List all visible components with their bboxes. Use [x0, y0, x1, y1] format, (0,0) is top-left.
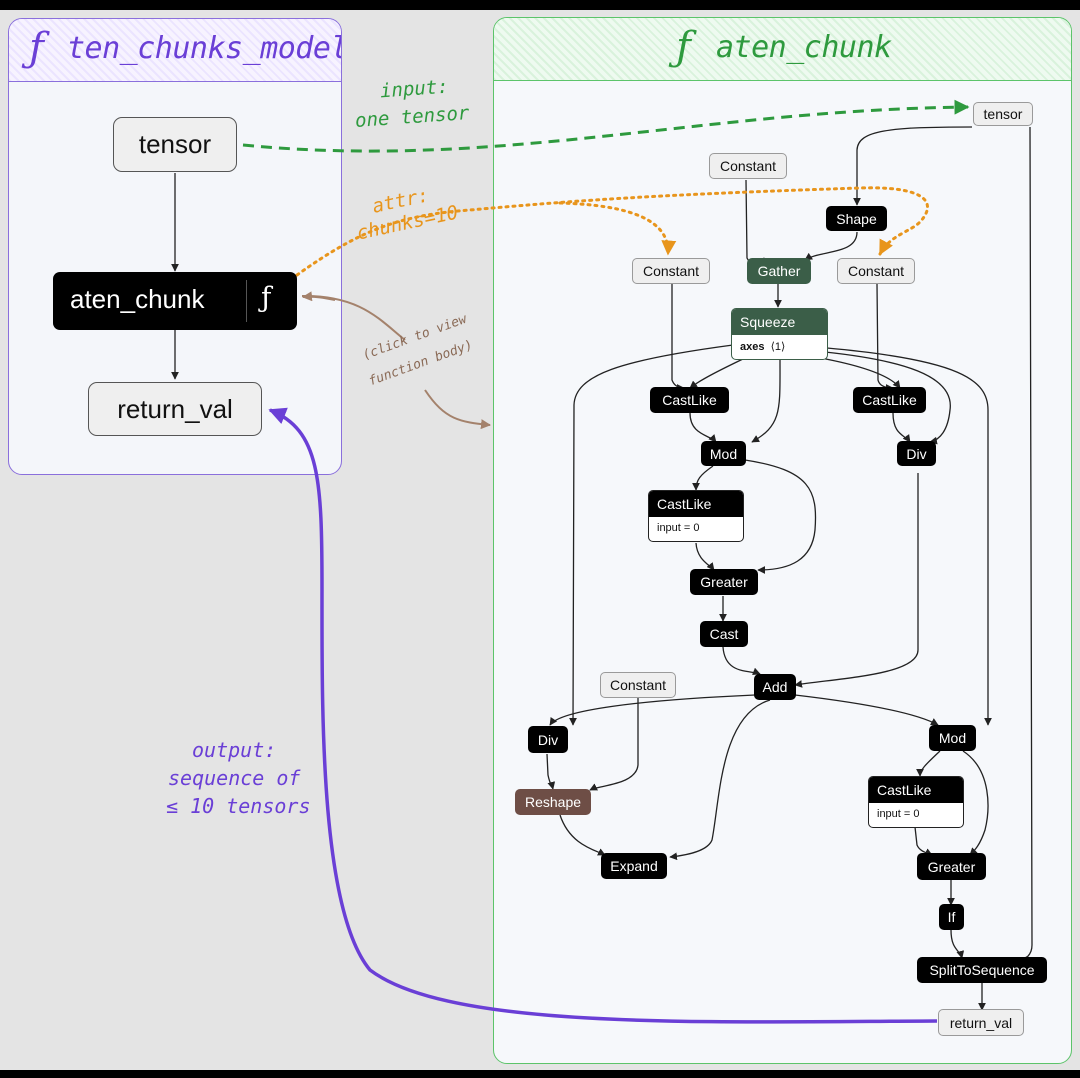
edge-castlike-div	[892, 412, 911, 443]
edge-squeeze-div-r	[824, 351, 951, 445]
edge-reshape-expand	[559, 814, 606, 856]
constant-node[interactable]: Constant	[632, 258, 710, 284]
output-annotation-line3: ≤ 10 tensors	[166, 794, 311, 818]
edge-mod-castlike-r	[916, 750, 941, 777]
edge-mod-castlike	[692, 465, 714, 491]
squeeze-node[interactable]: Squeeze axes ⟨1⟩	[731, 308, 828, 360]
diagram-canvas: ƒ ten_chunks_model ƒ aten_chunk	[0, 10, 1080, 1070]
edge-squeeze-castlike-l	[689, 357, 746, 389]
node-divider	[246, 280, 247, 322]
edge-castlike-greater	[695, 542, 715, 571]
output-annotation-line1: output:	[192, 738, 277, 762]
edge-const-left-castlike	[671, 284, 685, 392]
edge-div-add	[794, 473, 919, 688]
castlike-title: CastLike	[649, 491, 743, 517]
reshape-node[interactable]: Reshape	[515, 789, 591, 815]
edge-castlike-greater-r	[914, 826, 933, 856]
output-annotation-line2: sequence of	[168, 766, 301, 790]
panel-header: ƒ aten_chunk	[494, 18, 1071, 81]
edge-shape-gather	[804, 231, 858, 261]
greater-node[interactable]: Greater	[917, 853, 986, 880]
greater-node[interactable]: Greater	[690, 569, 758, 595]
constant-node[interactable]: Constant	[600, 672, 676, 698]
attr-key: axes	[740, 341, 765, 353]
input-arrow	[242, 99, 970, 153]
panel-title: aten_chunk	[716, 30, 892, 65]
click-arrow-start	[302, 291, 336, 302]
return-val-node[interactable]: return_val	[88, 382, 262, 436]
graph-edges	[171, 99, 1033, 1024]
expand-node[interactable]: Expand	[601, 853, 667, 879]
castlike-attr: input = 0	[657, 522, 700, 534]
castlike-attr: input = 0	[877, 808, 920, 820]
castlike-node[interactable]: CastLike	[853, 387, 926, 413]
edge-squeeze-div-l	[569, 344, 734, 726]
edge-add-div	[549, 694, 756, 726]
edge-squeeze-castlike-r	[814, 356, 901, 389]
shape-node[interactable]: Shape	[826, 206, 887, 231]
edge-add-expand	[669, 699, 771, 861]
add-node[interactable]: Add	[754, 674, 796, 700]
panel-header: ƒ ten_chunks_model	[9, 19, 341, 82]
edge-if-split	[950, 929, 965, 959]
attr-arrow	[295, 186, 929, 277]
graph-return-val[interactable]: return_val	[938, 1009, 1024, 1036]
castlike-title: CastLike	[869, 777, 963, 803]
edge-const-right-castlike	[876, 283, 894, 392]
castlike-node[interactable]: CastLike	[650, 387, 729, 413]
div-node[interactable]: Div	[897, 441, 936, 466]
castlike-attr-node[interactable]: CastLike input = 0	[868, 776, 964, 828]
mod-node[interactable]: Mod	[929, 725, 976, 751]
click-arrow	[301, 294, 406, 341]
edge-squeeze-mod-r	[826, 347, 992, 726]
squeeze-attr: axes ⟨1⟩	[732, 335, 827, 358]
aten-chunk-panel: ƒ aten_chunk	[493, 17, 1072, 1064]
cast-node[interactable]: Cast	[700, 621, 748, 647]
edge-mod-greater	[744, 459, 817, 574]
castlike-attr-node[interactable]: CastLike input = 0	[648, 490, 744, 542]
squeeze-title: Squeeze	[732, 309, 827, 335]
graph-tensor-input[interactable]: tensor	[973, 102, 1033, 126]
function-icon: ƒ	[676, 24, 691, 70]
panel-title: ten_chunks_model	[67, 31, 342, 66]
edge-add-mod	[794, 694, 939, 726]
edge-div-reshape	[546, 753, 556, 790]
split-to-sequence-node[interactable]: SplitToSequence	[917, 957, 1047, 983]
edge-tensor-shape	[853, 126, 973, 206]
attr-value: ⟨1⟩	[770, 341, 786, 353]
function-icon: ƒ	[29, 25, 44, 71]
edge-cast-add	[722, 646, 761, 676]
output-arrow	[268, 407, 938, 1024]
if-node[interactable]: If	[939, 904, 964, 930]
constant-node[interactable]: Constant	[837, 258, 915, 284]
aten-chunk-label: aten_chunk	[70, 284, 205, 314]
attr-arrow-branch	[558, 201, 677, 256]
edge-squeeze-mod	[751, 359, 781, 443]
edge-constant-reshape	[589, 698, 639, 791]
constant-node[interactable]: Constant	[709, 153, 787, 179]
edge-constant-gather	[745, 179, 765, 267]
gather-node[interactable]: Gather	[747, 258, 811, 284]
edge-tensor-split	[1019, 126, 1033, 964]
function-icon[interactable]: ƒ	[261, 281, 272, 314]
edge-castlike-mod	[689, 412, 717, 443]
aten-chunk-function-node[interactable]: aten_chunk ƒ	[53, 272, 297, 330]
edge-mod-greater-r	[962, 750, 989, 856]
mod-node[interactable]: Mod	[701, 441, 746, 466]
click-arrow-end	[424, 389, 491, 430]
div-node[interactable]: Div	[528, 726, 568, 753]
tensor-input-node[interactable]: tensor	[113, 117, 237, 172]
